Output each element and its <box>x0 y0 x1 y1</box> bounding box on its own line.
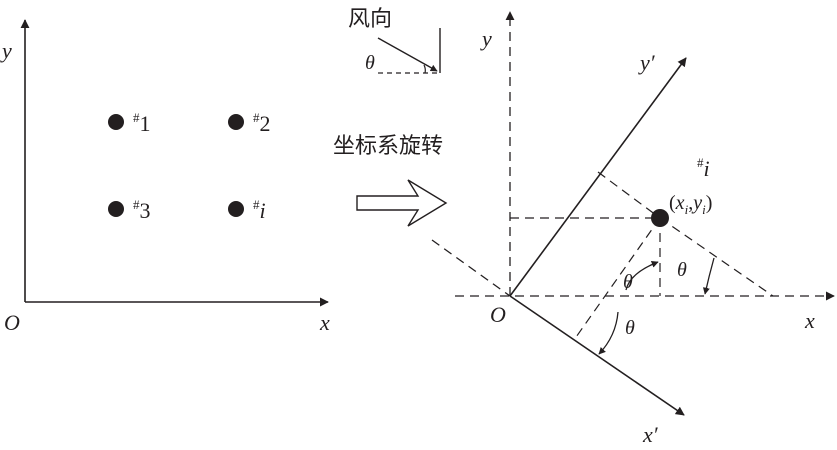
transform-indicator: 坐标系旋转 <box>333 134 448 227</box>
angle-label-lower: θ <box>625 317 635 339</box>
rotated-point-label: #i <box>697 155 710 181</box>
rotated-x-prime-negative-dashed <box>431 239 511 297</box>
angle-arc-right <box>702 257 715 295</box>
left-panel: y x O #1 #2 #3 #i <box>0 19 330 335</box>
angle-label-middle: θ <box>623 271 633 293</box>
left-origin-label: O <box>4 310 20 335</box>
right-x-axis-label: x <box>804 308 815 333</box>
projection-to-x-prime-axis <box>573 217 661 341</box>
turbine-point-1 <box>108 114 124 130</box>
angle-arc-middle <box>625 261 659 291</box>
turbine-point-3 <box>108 201 124 217</box>
wind-angle-label: θ <box>365 52 375 74</box>
turbine-point-2 <box>228 114 244 130</box>
angle-label-right: θ <box>677 259 687 281</box>
turbine-label-i: #i <box>253 197 266 223</box>
hollow-arrow-icon <box>356 179 448 227</box>
turbine-point-i-rotated <box>651 209 669 227</box>
right-y-axis-label: y <box>480 26 492 51</box>
turbine-point-i <box>228 201 244 217</box>
projection-to-y-prime-axis <box>597 171 661 219</box>
wind-arrow-icon <box>377 37 438 72</box>
right-panel: y x O y′ x′ #i (xi,yi) θ θ θ <box>431 11 835 447</box>
right-origin-label: O <box>490 302 506 327</box>
y-prime-axis-label: y′ <box>638 50 656 75</box>
transform-label: 坐标系旋转 <box>333 134 443 159</box>
x-prime-axis-label: x′ <box>642 422 659 447</box>
wind-angle-arc <box>423 64 426 74</box>
rotated-x-prime-axis <box>509 295 685 416</box>
angle-arc-lower <box>598 311 619 355</box>
wind-direction-inset: 风向 θ <box>348 7 441 74</box>
rotated-y-prime-axis <box>509 57 687 297</box>
extension-to-x-axis <box>659 217 774 297</box>
rotated-point-coordinates: (xi,yi) <box>669 192 712 217</box>
wind-label: 风向 <box>348 7 392 32</box>
turbine-label-3: #3 <box>133 197 151 223</box>
turbine-label-1: #1 <box>133 110 151 136</box>
left-y-axis-label: y <box>0 38 12 63</box>
left-x-axis-label: x <box>319 310 330 335</box>
turbine-label-2: #2 <box>253 110 271 136</box>
